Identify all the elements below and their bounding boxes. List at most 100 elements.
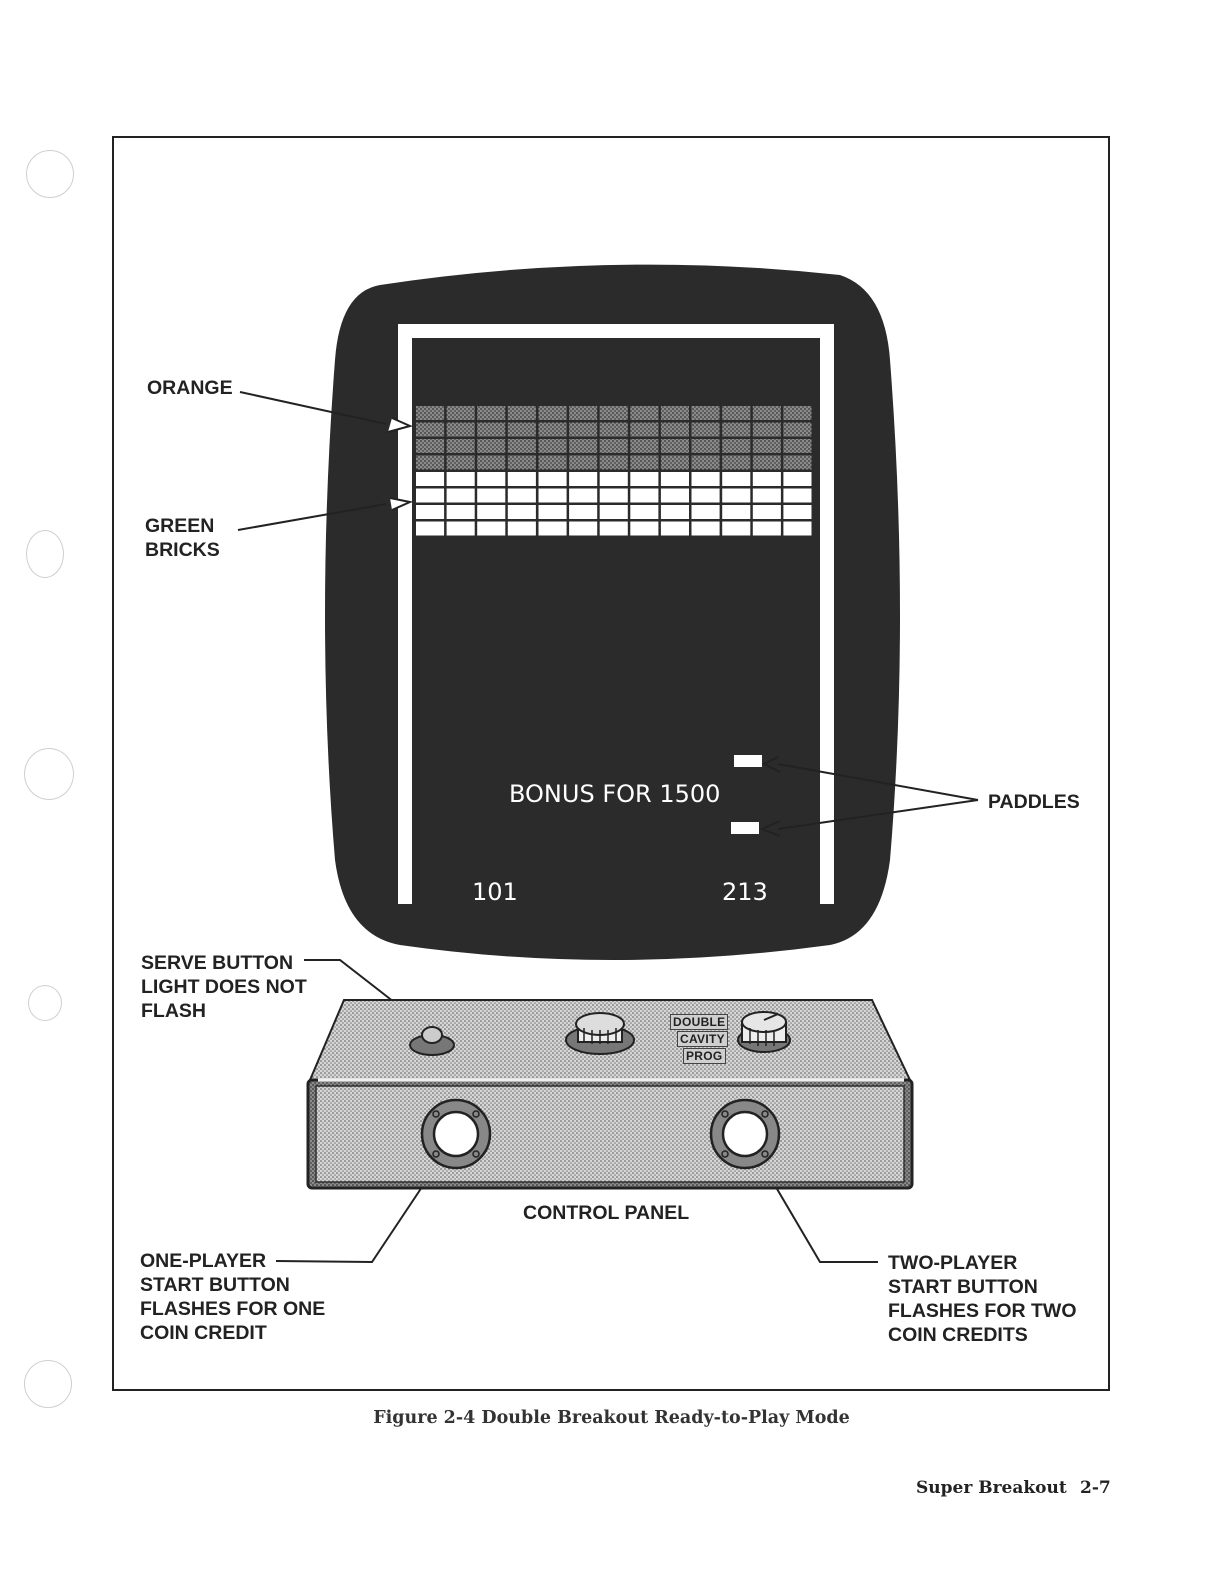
label-orange: ORANGE xyxy=(147,376,233,400)
left-wall xyxy=(398,324,412,904)
green-brick xyxy=(539,505,567,519)
orange-brick xyxy=(416,423,444,437)
orange-brick xyxy=(539,406,567,420)
orange-brick xyxy=(753,439,781,453)
orange-brick xyxy=(661,456,689,470)
orange-brick xyxy=(692,439,720,453)
green-brick xyxy=(539,522,567,536)
orange-brick xyxy=(692,423,720,437)
orange-brick xyxy=(630,439,658,453)
orange-brick xyxy=(569,406,597,420)
orange-brick xyxy=(661,439,689,453)
label-one-player: ONE-PLAYER START BUTTON FLASHES FOR ONE … xyxy=(140,1249,325,1345)
score-right: 213 xyxy=(722,878,768,906)
orange-brick xyxy=(447,423,475,437)
orange-brick xyxy=(600,406,628,420)
green-brick xyxy=(600,505,628,519)
green-brick xyxy=(539,472,567,486)
green-brick xyxy=(661,522,689,536)
orange-brick xyxy=(783,406,811,420)
orange-brick xyxy=(569,456,597,470)
paddle-knob-right xyxy=(738,1012,790,1052)
one-player-start-button xyxy=(422,1100,490,1168)
label-green-bricks: GREEN BRICKS xyxy=(145,514,220,562)
green-brick xyxy=(753,472,781,486)
orange-brick xyxy=(416,439,444,453)
green-brick xyxy=(477,489,505,503)
label-paddles: PADDLES xyxy=(988,790,1080,814)
orange-brick xyxy=(447,439,475,453)
orange-brick xyxy=(508,406,536,420)
footer-title: Super Breakout xyxy=(916,1478,1067,1498)
orange-brick xyxy=(692,456,720,470)
footer-page-number: 2-7 xyxy=(1080,1478,1111,1498)
green-brick xyxy=(416,489,444,503)
orange-brick xyxy=(600,456,628,470)
orange-brick xyxy=(508,456,536,470)
green-brick xyxy=(477,522,505,536)
orange-brick xyxy=(447,406,475,420)
green-brick xyxy=(722,489,750,503)
orange-brick xyxy=(753,456,781,470)
orange-brick xyxy=(661,423,689,437)
green-brick xyxy=(508,522,536,536)
orange-brick xyxy=(630,423,658,437)
green-brick xyxy=(447,522,475,536)
green-brick xyxy=(692,505,720,519)
green-brick xyxy=(630,472,658,486)
green-brick xyxy=(416,505,444,519)
green-brick xyxy=(753,522,781,536)
green-brick xyxy=(783,505,811,519)
orange-brick xyxy=(477,406,505,420)
orange-brick xyxy=(783,439,811,453)
panel-tag-cavity: CAVITY xyxy=(677,1031,728,1047)
orange-brick xyxy=(630,456,658,470)
paddle-bottom xyxy=(731,822,759,834)
orange-brick xyxy=(539,423,567,437)
green-brick xyxy=(630,522,658,536)
orange-brick xyxy=(539,456,567,470)
green-brick xyxy=(753,489,781,503)
green-brick xyxy=(630,505,658,519)
orange-brick xyxy=(722,406,750,420)
orange-brick xyxy=(416,456,444,470)
orange-brick xyxy=(508,423,536,437)
orange-brick xyxy=(447,456,475,470)
score-left: 101 xyxy=(472,878,518,906)
orange-brick xyxy=(477,423,505,437)
green-brick xyxy=(416,472,444,486)
paddle-top xyxy=(734,755,762,767)
orange-brick xyxy=(477,456,505,470)
panel-tag-double: DOUBLE xyxy=(670,1014,728,1030)
green-brick xyxy=(569,472,597,486)
green-brick xyxy=(783,489,811,503)
green-brick xyxy=(477,472,505,486)
green-brick xyxy=(447,472,475,486)
orange-brick xyxy=(477,439,505,453)
orange-brick xyxy=(753,406,781,420)
orange-brick xyxy=(783,456,811,470)
green-brick xyxy=(661,489,689,503)
orange-brick xyxy=(630,406,658,420)
green-brick xyxy=(477,505,505,519)
orange-brick xyxy=(416,406,444,420)
top-wall xyxy=(398,324,834,338)
panel-tag-prog: PROG xyxy=(683,1048,726,1064)
green-brick xyxy=(630,489,658,503)
green-brick xyxy=(753,505,781,519)
orange-brick xyxy=(722,423,750,437)
green-brick xyxy=(722,472,750,486)
green-brick xyxy=(416,522,444,536)
green-brick xyxy=(569,505,597,519)
green-brick xyxy=(722,505,750,519)
green-brick xyxy=(508,505,536,519)
green-brick xyxy=(722,522,750,536)
two-player-start-button xyxy=(711,1100,779,1168)
orange-brick xyxy=(692,406,720,420)
label-control-panel: CONTROL PANEL xyxy=(523,1201,689,1225)
green-brick xyxy=(508,489,536,503)
label-two-player: TWO-PLAYER START BUTTON FLASHES FOR TWO … xyxy=(888,1251,1077,1347)
green-brick xyxy=(508,472,536,486)
label-serve-button: SERVE BUTTON LIGHT DOES NOT FLASH xyxy=(141,951,307,1023)
orange-brick xyxy=(600,423,628,437)
